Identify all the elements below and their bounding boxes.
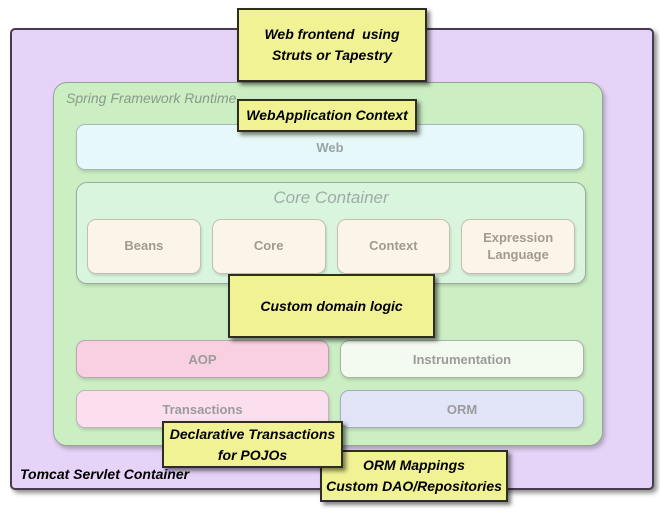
callout-declarative-transactions-line2: for POJOs [217, 446, 288, 463]
core-modules-row: Beans Core Context Expression Language [87, 219, 575, 274]
callout-custom-domain-logic: Custom domain logic [228, 274, 435, 338]
beans-module-label: Beans [124, 238, 164, 254]
core-container-title: Core Container [273, 188, 389, 207]
callout-webapplication-context-line1: WebApplication Context [246, 107, 408, 123]
orm-module-box: ORM [340, 390, 584, 428]
spring-framework-runtime-label: Spring Framework Runtime [66, 90, 237, 106]
expression-language-module-label: Expression Language [483, 230, 554, 262]
callout-orm-mappings-line2: Custom DAO/Repositories [326, 478, 502, 494]
context-module-box: Context [336, 219, 451, 274]
core-module-label: Core [253, 238, 284, 254]
expression-language-module-box: Expression Language [461, 219, 575, 274]
callout-declarative-transactions: Declarative Transactions for POJOs [162, 421, 343, 468]
beans-module-box: Beans [87, 219, 201, 274]
aop-module-label: AOP [188, 351, 217, 367]
orm-module-label: ORM [446, 401, 478, 417]
callout-web-frontend: Web frontend using Struts or Tapestry [237, 8, 427, 82]
callout-orm-mappings: ORM Mappings Custom DAO/Repositories [320, 450, 508, 502]
transactions-module-label: Transactions [162, 401, 243, 417]
aop-module-box: AOP [76, 340, 329, 378]
tomcat-servlet-container-label: Tomcat Servlet Container [20, 466, 190, 482]
callout-custom-domain-logic-line1: Custom domain logic [260, 297, 403, 314]
callout-webapplication-context: WebApplication Context [237, 99, 417, 132]
callout-web-frontend-line2: Struts or Tapestry [271, 47, 393, 63]
core-container-box: Core Container Beans Core Context Expres… [76, 182, 586, 284]
callout-declarative-transactions-line1: Declarative Transactions [169, 425, 336, 442]
instrumentation-module-box: Instrumentation [340, 340, 584, 378]
context-module-label: Context [369, 238, 418, 254]
core-module-box: Core [211, 219, 326, 274]
callout-web-frontend-line1: Web frontend using [264, 26, 400, 42]
web-module-label: Web [316, 139, 344, 155]
instrumentation-module-label: Instrumentation [412, 351, 512, 367]
callout-orm-mappings-line1: ORM Mappings [363, 457, 465, 473]
